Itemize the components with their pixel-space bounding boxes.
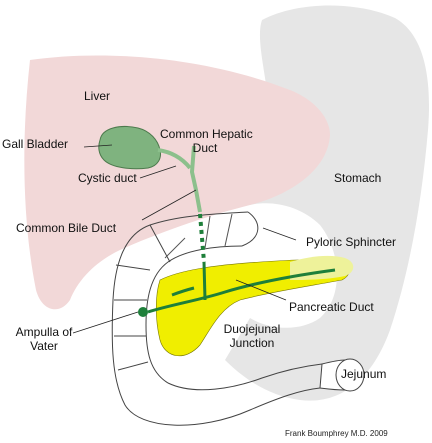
- gall-bladder: [98, 126, 161, 170]
- label-liver: Liver: [84, 89, 111, 103]
- common-hepatic-duct: [189, 145, 202, 213]
- label-common-hepatic-line1: Common Hepatic: [160, 127, 253, 141]
- pancreatic-duct-branch: [171, 286, 195, 297]
- common-bile-duct: [202, 261, 207, 301]
- label-common-bile-duct: Common Bile Duct: [16, 221, 117, 235]
- author-credit: Frank Boumphrey M.D. 2009: [285, 429, 388, 438]
- label-cystic-duct: Cystic duct: [78, 171, 137, 185]
- label-duodenojejunal-junction: Duojejunal Junction: [212, 322, 292, 350]
- label-jejunum: Jejunum: [341, 367, 387, 381]
- label-stomach: Stomach: [334, 171, 382, 185]
- ampulla-of-vater: [138, 307, 148, 317]
- label-ampulla-line2: Vater: [30, 339, 58, 353]
- label-ampulla-of-vater: Ampulla of Vater: [4, 325, 84, 353]
- jejunum: [319, 358, 365, 392]
- label-duodenojejunal-line2: Junction: [229, 336, 275, 350]
- leader-lines: [72, 144, 297, 334]
- duodenum: [111, 211, 323, 426]
- label-common-hepatic-duct: Common Hepatic Duct: [160, 127, 253, 155]
- label-ampulla-line1: Ampulla of: [15, 325, 73, 339]
- common-bile-duct-dashed: [198, 213, 206, 263]
- cystic-duct: [157, 148, 192, 170]
- pancreatic-duct: [147, 268, 336, 314]
- label-pancreatic-duct: Pancreatic Duct: [289, 300, 374, 314]
- liver-shape: [24, 55, 331, 310]
- label-common-hepatic-line2: Duct: [192, 141, 218, 155]
- label-pyloric-sphincter: Pyloric Sphincter: [306, 235, 397, 249]
- label-gall-bladder: Gall Bladder: [2, 137, 69, 151]
- label-duodenojejunal-line1: Duojejunal: [223, 322, 281, 336]
